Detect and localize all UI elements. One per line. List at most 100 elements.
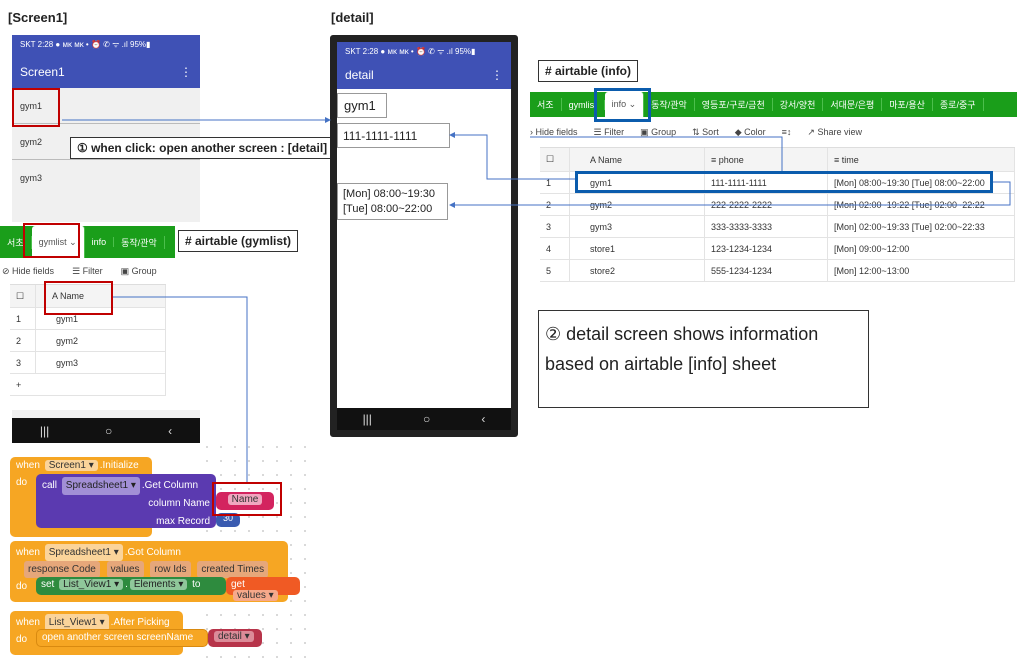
param-chip[interactable]: created Times xyxy=(197,561,269,578)
cell-name[interactable]: store2 xyxy=(570,260,705,281)
home-icon[interactable]: ○ xyxy=(423,412,431,426)
block-get-values[interactable]: get values ▾ xyxy=(226,577,300,601)
sort-button[interactable]: ⇅ Sort xyxy=(692,126,719,137)
cell-name[interactable]: gym1 xyxy=(570,172,705,193)
param-chip[interactable]: row Ids xyxy=(150,561,191,578)
time-line: [Tue] 08:00~22:00 xyxy=(343,203,433,215)
column-header-name[interactable]: A Name xyxy=(570,148,705,171)
add-row-button[interactable]: + xyxy=(10,374,166,395)
component-dropdown[interactable]: Screen1 ▾ xyxy=(44,460,98,471)
tab[interactable]: 종로/중구 xyxy=(933,98,984,111)
number-block[interactable]: 30 xyxy=(216,513,240,527)
component-dropdown[interactable]: Spreadsheet1 ▾ xyxy=(61,477,140,495)
cell-time[interactable]: [Mon] 12:00~13:00 xyxy=(828,260,1015,281)
app-bar: Screen1⋮ xyxy=(12,55,200,88)
highlight-gymlist-tab xyxy=(23,223,80,258)
tab[interactable]: 동작/관악 xyxy=(644,98,695,111)
tab[interactable]: 동작/관악 xyxy=(114,235,165,249)
back-icon[interactable]: ‹ xyxy=(481,412,486,426)
text-block-name[interactable]: Name xyxy=(216,492,274,510)
group-button[interactable]: ▣ Group xyxy=(120,265,157,276)
back-icon[interactable]: ‹ xyxy=(168,423,173,438)
text-value[interactable]: Name xyxy=(227,494,263,505)
tab-info[interactable]: info xyxy=(85,237,115,247)
filter-button[interactable]: ☰ Filter xyxy=(593,126,625,137)
arrow-time-to-label xyxy=(449,181,1011,208)
airtable-gymlist: 서초 gymlist ⌄ info 동작/관악 ⊘ Hide fields ☰ … xyxy=(0,222,200,410)
component-dropdown[interactable]: Spreadsheet1 ▾ xyxy=(44,544,123,561)
tab[interactable]: 서조 xyxy=(530,98,562,111)
tab[interactable]: 서대문/은평 xyxy=(823,98,883,111)
block-open-screen[interactable]: open another screen screenName xyxy=(36,629,208,647)
cell-name[interactable]: gym2 xyxy=(36,330,166,351)
filter-button[interactable]: ☰ Filter xyxy=(72,265,103,276)
list-item[interactable]: gym2 xyxy=(12,124,200,160)
cell-phone[interactable]: 333-3333-3333 xyxy=(705,216,828,237)
cell-time[interactable]: [Mon] 09:00~12:00 xyxy=(828,238,1015,259)
cell-phone[interactable]: 111-1111-1111 xyxy=(705,172,828,193)
home-icon[interactable]: ○ xyxy=(105,423,113,438)
block-get-column[interactable]: call Spreadsheet1 ▾.Get Column column Na… xyxy=(36,474,216,528)
list-item[interactable]: gym3 xyxy=(20,173,43,183)
arrow-name-to-block xyxy=(113,296,248,482)
when-label: when xyxy=(16,617,40,628)
cell-phone[interactable]: 123-1234-1234 xyxy=(705,238,828,259)
variable-dropdown[interactable]: values ▾ xyxy=(233,590,278,601)
component-dropdown[interactable]: List_View1 ▾ xyxy=(59,579,124,590)
tab[interactable]: 강서/양천 xyxy=(773,98,824,111)
when-label: when xyxy=(16,547,40,558)
do-label: do xyxy=(16,477,28,488)
time-label: [Mon] 08:00~19:30[Tue] 08:00~22:00 xyxy=(337,183,448,220)
column-header-phone[interactable]: ≡ phone xyxy=(705,148,828,171)
tab[interactable]: 마포/용산 xyxy=(882,98,933,111)
recent-apps-icon[interactable]: ||| xyxy=(39,423,50,438)
recent-apps-icon[interactable]: ||| xyxy=(362,412,372,426)
tag-gymlist: # airtable (gymlist) xyxy=(178,230,299,252)
detail-label: [detail] xyxy=(331,10,374,25)
cell-time[interactable]: [Mon] 08:00~19:30 [Tue] 08:00~22:00 xyxy=(828,172,1015,193)
block-set-elements[interactable]: set List_View1 ▾.Elements ▾ to xyxy=(36,577,226,595)
param-label: max Record xyxy=(156,516,210,527)
when-label: when xyxy=(16,460,40,471)
screen-dropdown[interactable]: detail ▾ xyxy=(214,631,254,642)
hide-fields-button[interactable]: › Hide fields xyxy=(530,127,578,137)
param-chip[interactable]: response Code xyxy=(24,561,100,578)
list-item[interactable]: gym1 xyxy=(12,88,200,124)
tab-gymlist[interactable]: gymlist ⌄ xyxy=(31,226,85,258)
cell-time[interactable]: [Mon] 02:00~19:33 [Tue] 02:00~22:33 xyxy=(828,216,1015,237)
group-button[interactable]: ▣ Group xyxy=(640,126,677,137)
highlight-name-header xyxy=(44,281,113,315)
call-label: call xyxy=(42,480,58,491)
param-chip[interactable]: values xyxy=(106,561,144,578)
select-all-checkbox[interactable]: ☐ xyxy=(10,285,36,307)
color-button[interactable]: ◆ Color xyxy=(734,126,766,137)
tab-gymlist[interactable]: gymlist xyxy=(562,99,605,110)
share-view-button[interactable]: ↗ Share view xyxy=(807,126,862,137)
row-height-button[interactable]: ≡↕ xyxy=(781,127,792,137)
hide-fields-button[interactable]: ⊘ Hide fields xyxy=(2,265,55,276)
tab-info[interactable]: info ⌄ xyxy=(604,92,645,117)
column-header-time[interactable]: ≡ time xyxy=(828,148,1015,171)
cell-name[interactable]: gym3 xyxy=(570,216,705,237)
nav-bar: ||| ○ ‹ xyxy=(337,408,511,430)
select-all-checkbox[interactable]: ☐ xyxy=(540,148,570,171)
cell-name[interactable]: gym1 xyxy=(36,308,166,329)
cell-name[interactable]: gym3 xyxy=(36,352,166,373)
menu-icon[interactable]: ⋮ xyxy=(180,64,192,79)
do-label: do xyxy=(16,634,28,645)
cell-phone[interactable]: 555-1234-1234 xyxy=(705,260,828,281)
do-label: do xyxy=(16,581,28,592)
tab[interactable]: 서초 xyxy=(0,235,32,249)
row-number: 4 xyxy=(540,238,570,259)
column-header-name[interactable]: A Name xyxy=(36,285,166,307)
tab[interactable]: 영등포/구로/금천 xyxy=(695,98,773,111)
component-dropdown[interactable]: List_View1 ▾ xyxy=(44,614,109,631)
cell-name[interactable]: store1 xyxy=(570,238,705,259)
property-dropdown[interactable]: Elements ▾ xyxy=(129,579,188,590)
menu-icon[interactable]: ⋮ xyxy=(491,68,503,82)
